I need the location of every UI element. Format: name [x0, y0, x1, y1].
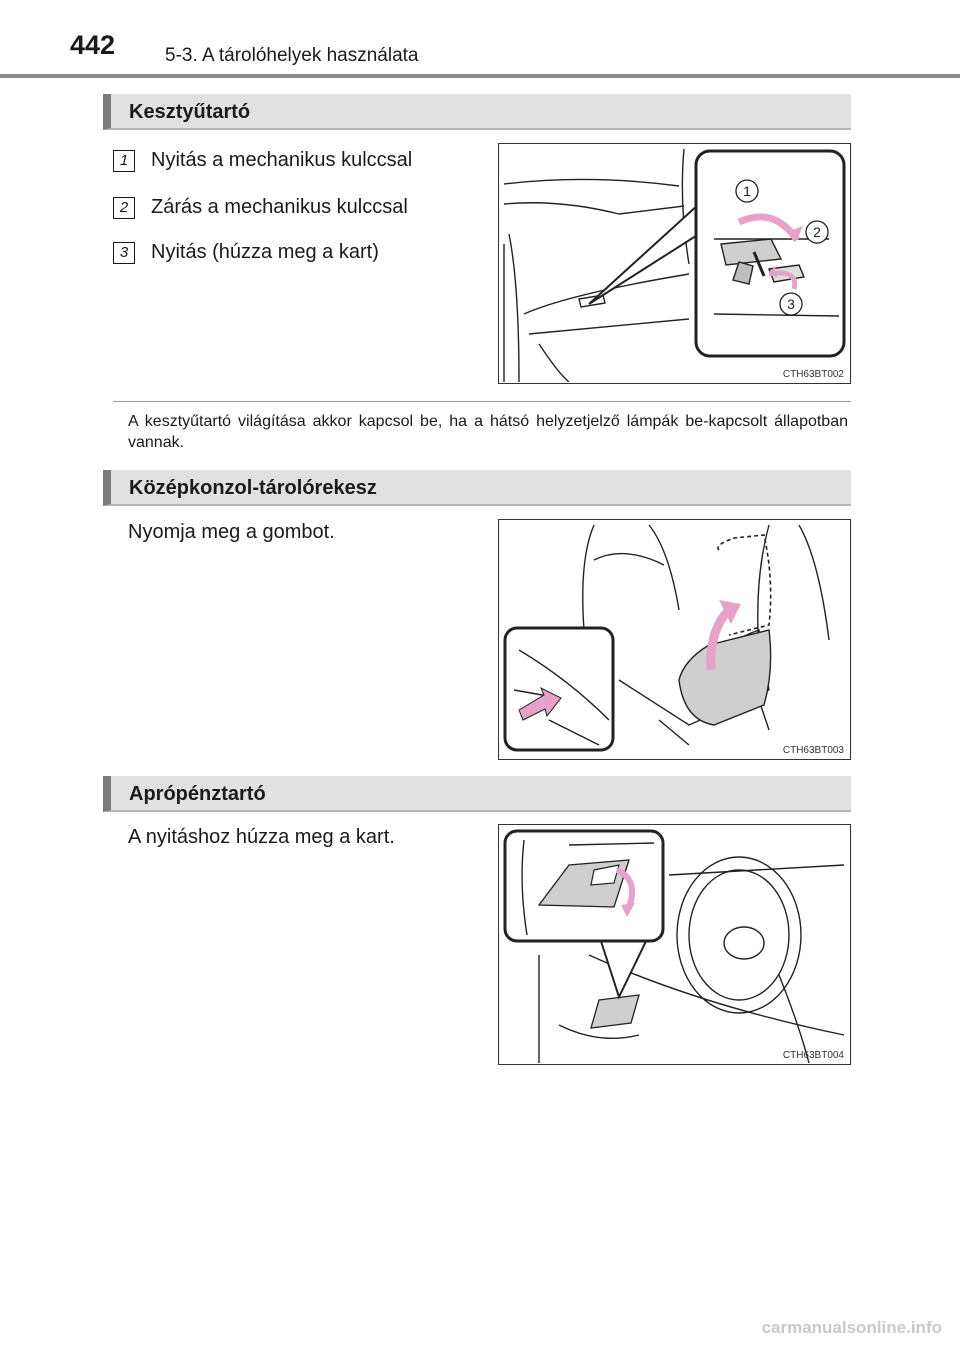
section-heading-coin-holder: Aprópénztartó: [103, 776, 851, 812]
glovebox-illustration: 1 2 3: [503, 148, 846, 382]
callout-number: 1: [743, 183, 751, 199]
step-number-badge: 3: [113, 242, 135, 264]
instruction-text: Nyomja meg a gombot.: [128, 521, 335, 543]
figure-code: CTH63BT002: [782, 369, 844, 380]
figure-glovebox: 1 2 3 CTH63BT002: [498, 143, 851, 384]
section-title: Aprópénztartó: [129, 783, 266, 805]
figure-console: CTH63BT003: [498, 519, 851, 760]
section-heading-console: Középkonzol-tárolórekesz: [103, 470, 851, 506]
section-title: Kesztyűtartó: [129, 101, 251, 123]
watermark: carmanualsonline.info: [761, 1318, 942, 1337]
coin-holder-illustration: [503, 829, 845, 1063]
step-text: Nyitás (húzza meg a kart): [151, 241, 379, 263]
chapter-title: 5-3. A tárolóhelyek használata: [165, 45, 419, 66]
step-number-badge: 1: [113, 150, 135, 172]
section-heading-glovebox: Kesztyűtartó: [103, 94, 851, 130]
step-number-badge: 2: [113, 197, 135, 219]
step-text: Nyitás a mechanikus kulccsal: [151, 149, 413, 171]
section-title: Középkonzol-tárolórekesz: [129, 477, 377, 499]
instruction-text: A nyitáshoz húzza meg a kart.: [128, 826, 395, 848]
note-text: A kesztyűtartó világítása akkor kapcsol …: [128, 413, 848, 451]
figure-coin-holder: CTH63BT004: [498, 824, 851, 1065]
step-text: Zárás a mechanikus kulccsal: [151, 196, 408, 218]
divider: [113, 401, 851, 402]
figure-code: CTH63BT004: [782, 1050, 844, 1061]
header-rule: [0, 74, 960, 78]
callout-number: 2: [813, 224, 821, 240]
console-illustration: [503, 524, 830, 752]
figure-code: CTH63BT003: [782, 745, 844, 756]
page-number: 442: [70, 30, 116, 60]
callout-number: 3: [787, 296, 795, 312]
